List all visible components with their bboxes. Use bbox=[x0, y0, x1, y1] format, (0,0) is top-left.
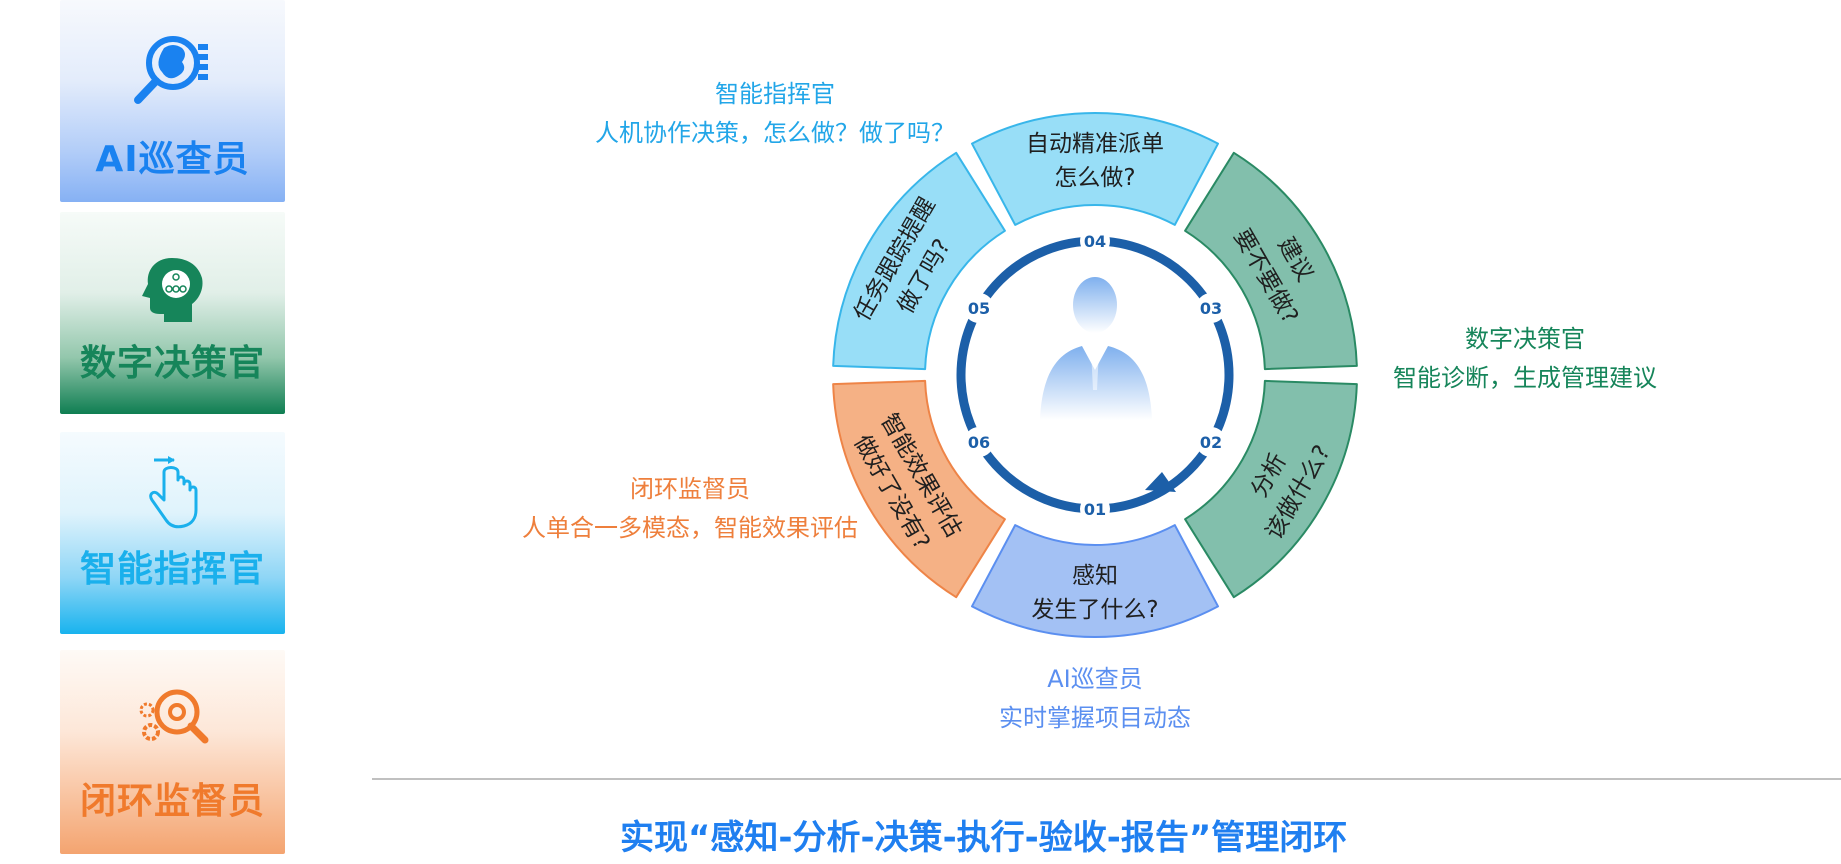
step-number: 01 bbox=[1084, 500, 1106, 519]
outer-label-desc: 实时掌握项目动态 bbox=[999, 704, 1191, 732]
step-badge bbox=[963, 427, 994, 457]
outer-label-title: 数字决策官 bbox=[1465, 325, 1585, 353]
outer-label-decision: 数字决策官 智能诊断，生成管理建议 bbox=[1370, 320, 1680, 398]
outer-label-title: AI巡查员 bbox=[1047, 665, 1143, 693]
outer-label-title: 闭环监督员 bbox=[630, 475, 750, 503]
cycle-segment-06 bbox=[832, 379, 1006, 599]
card-digital-decision: 数字决策官 bbox=[60, 212, 285, 414]
outer-label-loop: 闭环监督员 人单合一多模态，智能效果评估 bbox=[500, 470, 880, 548]
gear-magnifier-icon bbox=[60, 686, 285, 756]
step-number: 05 bbox=[968, 299, 990, 318]
card-title: AI巡查员 bbox=[95, 139, 250, 180]
outer-label-desc: 人单合一多模态，智能效果评估 bbox=[522, 514, 858, 542]
card-title: 闭环监督员 bbox=[79, 781, 265, 822]
card-title: 智能指挥官 bbox=[79, 549, 265, 590]
segment-title: 感知 bbox=[1072, 563, 1118, 589]
head-gears-icon bbox=[60, 254, 285, 324]
outer-label-desc: 智能诊断，生成管理建议 bbox=[1393, 364, 1657, 392]
card-smart-commander: 智能指挥官 bbox=[60, 432, 285, 634]
step-badge bbox=[1080, 226, 1110, 256]
segment-title: 自动精准派单 bbox=[1026, 131, 1164, 157]
step-number: 03 bbox=[1200, 299, 1222, 318]
cycle-segment-05 bbox=[832, 151, 1006, 371]
person-silhouette-icon bbox=[1040, 277, 1152, 420]
cycle-segment-02 bbox=[1184, 379, 1358, 599]
segment-question: 怎么做? bbox=[1054, 165, 1135, 191]
step-badge bbox=[1080, 494, 1110, 524]
cycle-segment-03 bbox=[1184, 151, 1358, 371]
card-title: 数字决策官 bbox=[79, 343, 265, 384]
divider bbox=[372, 778, 1841, 780]
cycle-segment-04 bbox=[970, 112, 1220, 226]
step-badge bbox=[1196, 293, 1227, 323]
hand-swipe-icon bbox=[60, 454, 285, 534]
card-loop-supervisor: 闭环监督员 bbox=[60, 650, 285, 854]
arrow-head-icon bbox=[1145, 472, 1176, 492]
outer-label-desc: 人机协作决策，怎么做？做了吗？ bbox=[595, 119, 955, 147]
step-number: 02 bbox=[1200, 433, 1222, 452]
segment-question: 发生了什么? bbox=[1031, 597, 1158, 623]
outer-label-title: 智能指挥官 bbox=[715, 80, 835, 108]
card-ai-inspector: AI巡查员 bbox=[60, 0, 285, 202]
step-badge bbox=[963, 293, 994, 323]
step-badge bbox=[1196, 427, 1227, 457]
bottom-title: 实现“感知-分析-决策-执行-验收-报告”管理闭环 bbox=[620, 818, 1348, 858]
cycle-diagram: 感知发生了什么?分析该做什么?建议要不要做?自动精准派单怎么做?任务跟踪提醒做了… bbox=[832, 112, 1358, 638]
outer-label-ai: AI巡查员 实时掌握项目动态 bbox=[940, 660, 1250, 738]
outer-label-commander: 智能指挥官 人机协作决策，怎么做？做了吗？ bbox=[560, 75, 990, 153]
cycle-segment-01 bbox=[970, 524, 1220, 638]
magnifier-brain-icon bbox=[60, 30, 285, 110]
step-number: 04 bbox=[1084, 232, 1106, 251]
step-number: 06 bbox=[968, 433, 990, 452]
